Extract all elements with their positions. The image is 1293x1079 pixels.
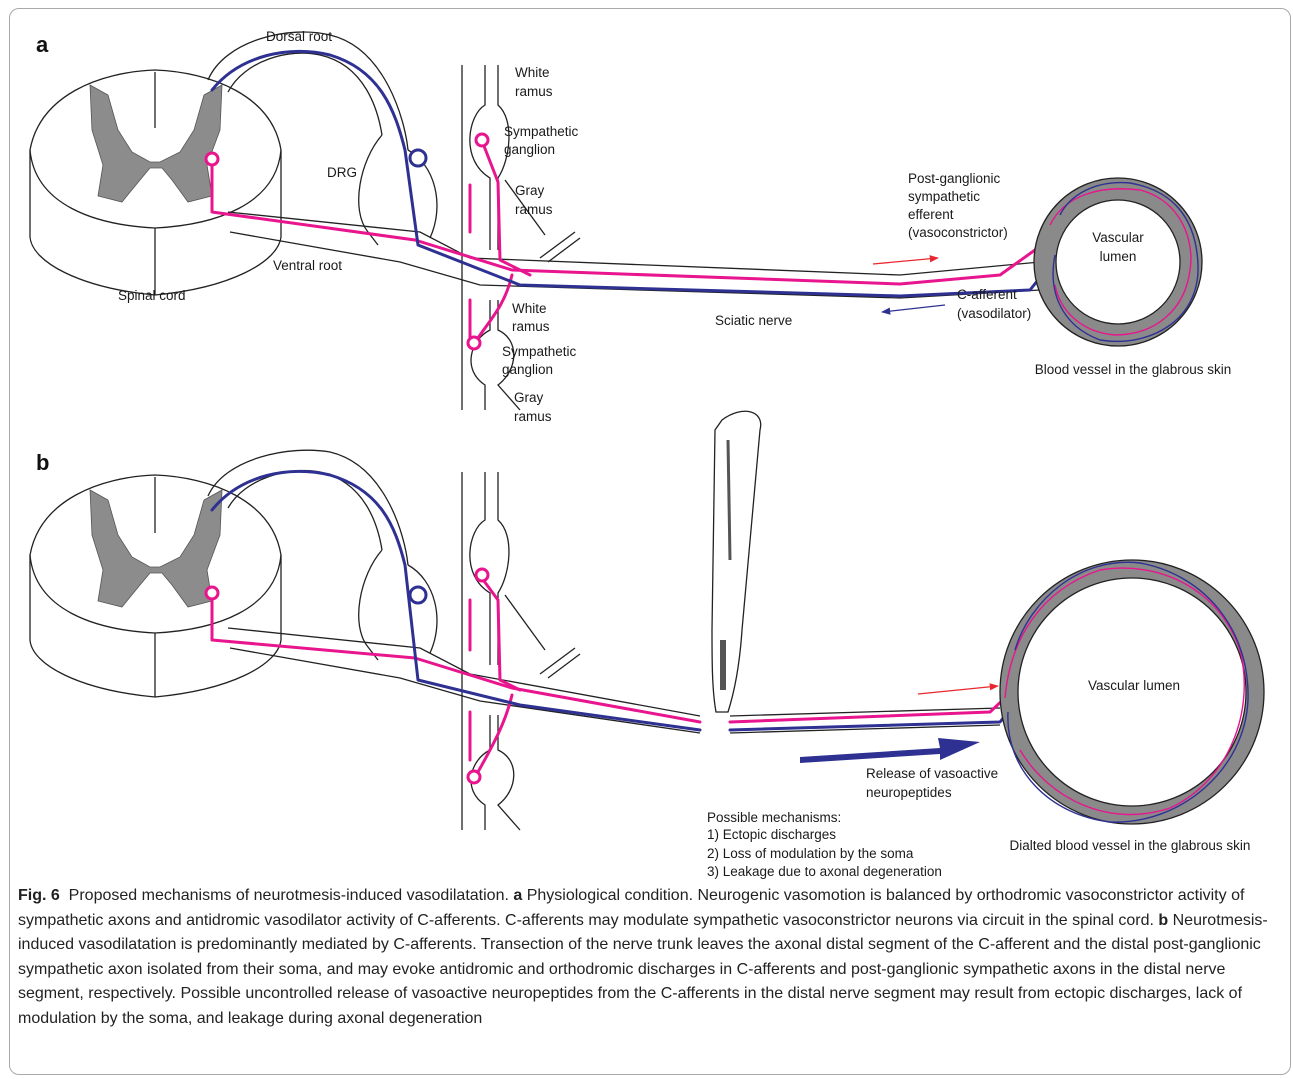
label-dorsal-root: Dorsal root [266, 29, 332, 44]
label-c-afferent-2: (vasodilator) [957, 306, 1031, 321]
label-c-afferent-1: C-afferent [957, 287, 1017, 302]
figure-caption: Fig. 6 Proposed mechanisms of neurotmesi… [18, 884, 1280, 1031]
scalpel-icon [712, 411, 761, 712]
caption-fig-label: Fig. 6 [18, 887, 60, 904]
label-drg: DRG [327, 165, 357, 180]
label-release-1: Release of vasoactive [866, 766, 998, 781]
label-vascular-lumen-b: Vascular lumen [1088, 678, 1180, 693]
label-post-ganglionic-1: Post-ganglionic [908, 171, 1001, 186]
caption-b-label: b [1158, 912, 1168, 929]
label-vessel-caption-a: Blood vessel in the glabrous skin [1035, 362, 1232, 377]
caption-a-label: a [513, 887, 522, 904]
label-ventral-root: Ventral root [273, 258, 342, 273]
label-symp-ganglion-lower-2: ganglion [502, 362, 553, 377]
panel-b: b [30, 411, 1264, 879]
label-post-ganglionic-3: efferent [908, 207, 954, 222]
label-symp-ganglion-upper-1: Sympathetic [504, 124, 579, 139]
label-post-ganglionic-2: sympathetic [908, 189, 980, 204]
label-vessel-caption-b: Dialted blood vessel in the glabrous ski… [1010, 838, 1251, 853]
label-vascular-lumen-a-1: Vascular [1092, 230, 1144, 245]
label-sciatic-nerve: Sciatic nerve [715, 313, 792, 328]
label-gray-ramus-upper-1: Gray [515, 183, 545, 198]
label-vascular-lumen-a-2: lumen [1100, 249, 1137, 264]
label-white-ramus-upper-1: White [515, 65, 550, 80]
label-white-ramus-lower-1: White [512, 301, 547, 316]
label-mechanisms-1: 1) Ectopic discharges [707, 827, 836, 842]
spinal-cord-a [30, 70, 281, 295]
label-symp-ganglion-lower-1: Sympathetic [502, 344, 577, 359]
caption-title: Proposed mechanisms of neurotmesis-induc… [69, 887, 509, 904]
panel-a: a [30, 29, 1231, 424]
label-gray-ramus-lower-1: Gray [514, 390, 544, 405]
label-white-ramus-lower-2: ramus [512, 319, 550, 334]
label-mechanisms-3: 3) Leakage due to axonal degeneration [707, 864, 942, 879]
label-mechanisms-0: Possible mechanisms: [707, 810, 841, 825]
label-gray-ramus-lower-2: ramus [514, 409, 552, 424]
spinal-cord-b [30, 475, 281, 697]
panel-b-letter: b [36, 450, 49, 475]
label-spinal-cord: Spinal cord [118, 288, 186, 303]
label-white-ramus-upper-2: ramus [515, 84, 553, 99]
label-release-2: neuropeptides [866, 785, 952, 800]
label-gray-ramus-upper-2: ramus [515, 202, 553, 217]
label-symp-ganglion-upper-2: ganglion [504, 142, 555, 157]
label-mechanisms-2: 2) Loss of modulation by the soma [707, 846, 914, 861]
panel-a-letter: a [36, 32, 49, 57]
label-post-ganglionic-4: (vasoconstrictor) [908, 225, 1008, 240]
